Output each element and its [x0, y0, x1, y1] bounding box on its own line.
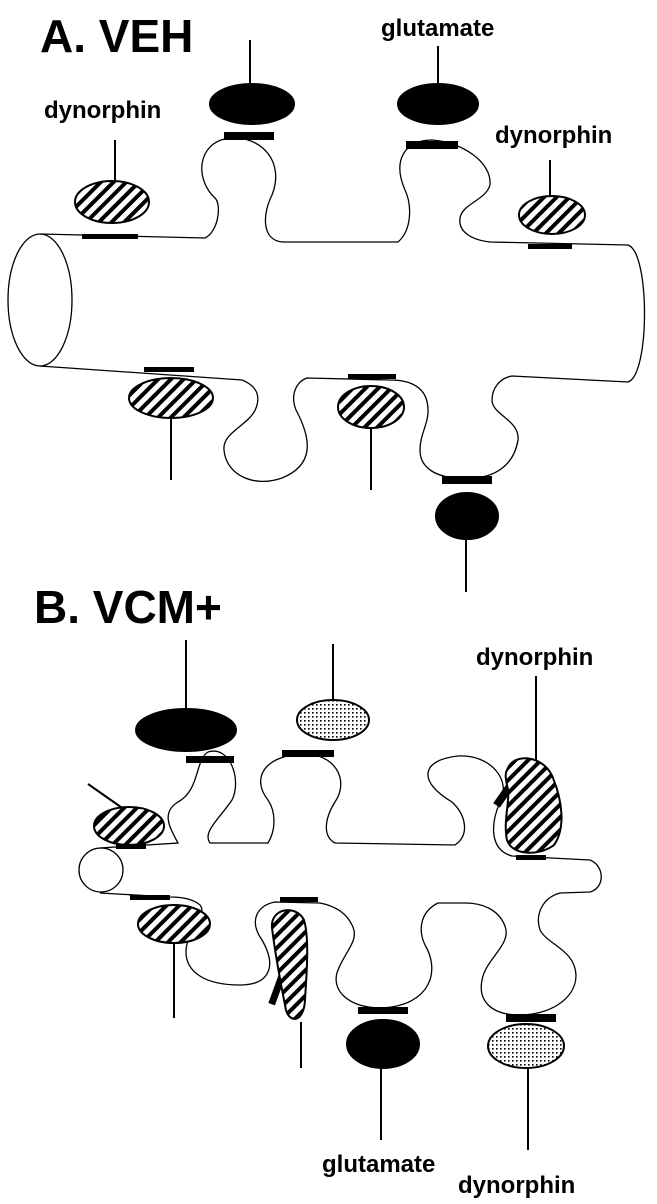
synapse-density-b-6 — [130, 895, 170, 900]
dendrite-end-cap-a — [7, 233, 73, 367]
synapse-density-a-7 — [442, 476, 492, 484]
synapse-density-b-2 — [282, 750, 334, 757]
stippled-terminal-b-2 — [487, 1023, 565, 1069]
panel-a: A. VEH dynorphin glutamate dynorphin — [7, 10, 646, 592]
glutamate-terminal-a-1 — [209, 83, 295, 125]
synapse-density-b-7 — [280, 897, 318, 902]
dynorphin-terminal-b-1 — [504, 757, 563, 854]
synapse-density-a-6 — [348, 374, 396, 379]
stippled-terminal-b-1 — [296, 699, 370, 741]
synapse-density-b-9 — [358, 1007, 408, 1014]
dynorphin-terminal-a-3 — [128, 377, 214, 419]
panel-a-title: A. VEH — [40, 10, 193, 62]
glutamate-terminal-a-3 — [435, 492, 499, 540]
panel-b-title: B. VCM+ — [34, 581, 222, 633]
label-dynorphin-a-right: dynorphin — [495, 122, 612, 149]
synapse-density-a-3 — [82, 234, 138, 239]
dynorphin-terminal-a-4 — [337, 385, 405, 429]
dynorphin-terminal-b-3 — [137, 904, 211, 944]
synapse-density-a-5 — [144, 367, 194, 372]
label-glutamate-a: glutamate — [381, 15, 494, 42]
glutamate-terminal-b-1 — [135, 708, 237, 752]
label-glutamate-b: glutamate — [322, 1151, 435, 1178]
synapse-density-b-4 — [116, 844, 146, 849]
panel-b: B. VCM+ dynorphin glutamate dynorphin — [34, 581, 602, 1199]
dendrite-end-cap-b — [78, 847, 124, 893]
synapse-density-a-1 — [224, 132, 274, 140]
synapse-density-a-2 — [406, 141, 458, 149]
dynorphin-terminal-a-1 — [74, 180, 150, 224]
synapse-density-b-1 — [186, 756, 234, 763]
label-dynorphin-b-bottom: dynorphin — [458, 1172, 575, 1199]
synapse-density-b-10 — [506, 1014, 556, 1022]
dynorphin-terminal-a-2 — [518, 195, 586, 235]
dynorphin-terminal-b-4 — [270, 909, 309, 1020]
label-dynorphin-b-top: dynorphin — [476, 644, 593, 671]
glutamate-terminal-a-2 — [397, 83, 479, 125]
dendrite-shaft-a — [39, 137, 646, 482]
label-dynorphin-a-left: dynorphin — [44, 97, 161, 124]
synapse-density-b-5 — [516, 855, 546, 860]
dendrite-shaft-b — [99, 750, 602, 1016]
synapse-density-a-4 — [528, 244, 572, 249]
dynorphin-terminal-b-2 — [93, 806, 165, 846]
glutamate-terminal-b-2 — [346, 1019, 420, 1069]
